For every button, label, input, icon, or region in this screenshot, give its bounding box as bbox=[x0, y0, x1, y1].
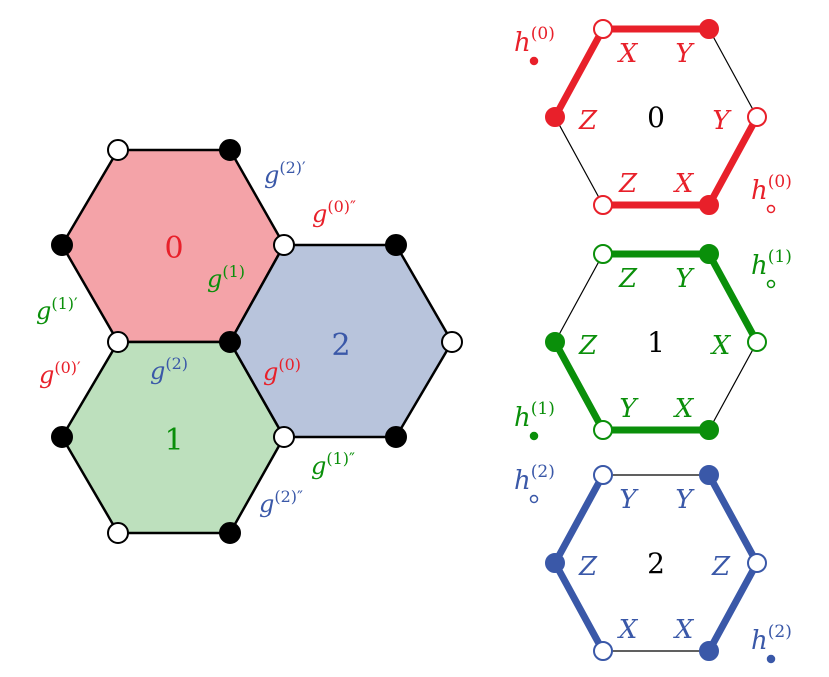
h-filled-label: h(1) bbox=[514, 399, 555, 433]
vertex-open bbox=[593, 420, 613, 440]
lattice: 0 1 2 g(2)′ g(0)″ g(1) g(1)′ g(0)′ g(2) … bbox=[36, 139, 463, 544]
vertex-open bbox=[593, 19, 613, 39]
vertex-filled bbox=[219, 522, 241, 544]
edge-label-g1: g(1) bbox=[207, 262, 245, 293]
hexagon-edge-thin bbox=[708, 28, 758, 118]
h-open-label: h(0) bbox=[751, 172, 792, 206]
vertex-open bbox=[273, 426, 295, 448]
vertex-filled bbox=[385, 426, 407, 448]
vertex-filled bbox=[219, 139, 241, 161]
filled-dot-marker bbox=[529, 56, 539, 66]
plaquette-0-label: 0 bbox=[164, 231, 183, 266]
pauli-lower-right: X bbox=[673, 169, 695, 199]
stabilizer-1: 1 Z Y Z X Y Xh(1) h(1) bbox=[514, 244, 792, 441]
h-filled-label: h(2) bbox=[751, 622, 792, 656]
hexagon-edge-thick bbox=[551, 338, 607, 434]
vertex-filled bbox=[545, 107, 565, 127]
hexagon-edge-thick bbox=[705, 559, 761, 655]
edge-label-g2-double-prime: g(2)″ bbox=[259, 487, 303, 518]
edge-label-g2: g(2) bbox=[150, 354, 188, 385]
pauli-left: Z bbox=[578, 331, 598, 361]
vertex-filled bbox=[699, 195, 719, 215]
vertex-open bbox=[747, 332, 767, 352]
vertex-filled bbox=[219, 331, 241, 353]
hexagon-edge-thin bbox=[708, 341, 758, 431]
vertex-open bbox=[107, 331, 129, 353]
pauli-left: Z bbox=[578, 552, 598, 582]
stabilizer-label: 0 bbox=[647, 101, 665, 134]
filled-dot-marker bbox=[766, 654, 776, 664]
pauli-lower-right: X bbox=[673, 394, 695, 424]
vertex-filled bbox=[51, 234, 73, 256]
pauli-lower-left: X bbox=[617, 615, 639, 645]
open-circle-marker bbox=[766, 204, 776, 214]
vertex-filled bbox=[699, 244, 719, 264]
stabilizer-label: 2 bbox=[647, 547, 665, 580]
pauli-right: Y bbox=[712, 106, 732, 136]
vertex-open bbox=[107, 139, 129, 161]
pauli-lower-left: Y bbox=[619, 394, 639, 424]
edge-label-g1-prime: g(1)′ bbox=[36, 294, 78, 325]
plaquette-1-label: 1 bbox=[164, 423, 183, 458]
vertex-filled bbox=[385, 234, 407, 256]
vertex-open bbox=[593, 244, 613, 264]
vertex-open bbox=[107, 522, 129, 544]
open-circle-marker bbox=[766, 279, 776, 289]
hexagon-edge-thin bbox=[554, 116, 604, 206]
hexagon-edge-thin bbox=[554, 253, 604, 343]
hexagon-edge-thick bbox=[551, 559, 607, 655]
vertex-filled bbox=[545, 332, 565, 352]
vertex-filled bbox=[699, 465, 719, 485]
h-open-label: h(1) bbox=[751, 247, 792, 281]
filled-dot-marker bbox=[529, 431, 539, 441]
vertex-open bbox=[593, 641, 613, 661]
hexagon-edge-thick bbox=[705, 113, 761, 209]
vertex-filled bbox=[51, 426, 73, 448]
vertex-open bbox=[747, 553, 767, 573]
vertex-filled bbox=[699, 420, 719, 440]
edge-label-g0-prime: g(0)′ bbox=[39, 358, 81, 389]
pauli-upper-right: Y bbox=[675, 485, 695, 515]
vertex-open bbox=[593, 465, 613, 485]
h-open-label: h(2) bbox=[514, 462, 555, 496]
edge-label-g0-double-prime: g(0)″ bbox=[312, 197, 356, 228]
vertex-filled bbox=[699, 19, 719, 39]
pauli-upper-left: Z bbox=[618, 264, 638, 294]
vertex-open bbox=[273, 234, 295, 256]
edge-label-g2-prime: g(2)′ bbox=[264, 158, 306, 189]
open-circle-marker bbox=[529, 494, 539, 504]
pauli-right: Z bbox=[711, 552, 731, 582]
pauli-right: X bbox=[710, 331, 732, 361]
stabilizer-label: 1 bbox=[647, 326, 665, 359]
pauli-upper-right: Y bbox=[675, 39, 695, 69]
h-filled-label: h(0) bbox=[514, 24, 555, 58]
vertex-open bbox=[593, 195, 613, 215]
hexagon-edge-thick bbox=[705, 471, 761, 567]
plaquette-2-label: 2 bbox=[331, 328, 350, 363]
hexagon-edge-thick bbox=[551, 471, 607, 567]
vertex-filled bbox=[545, 553, 565, 573]
pauli-left: Z bbox=[578, 106, 598, 136]
hexagon-edge-thick bbox=[551, 25, 607, 121]
vertex-filled bbox=[699, 641, 719, 661]
edge-label-g1-double-prime: g(1)″ bbox=[311, 449, 355, 480]
pauli-upper-right: Y bbox=[675, 264, 695, 294]
pauli-upper-left: Y bbox=[619, 485, 639, 515]
vertex-open bbox=[747, 107, 767, 127]
pauli-upper-left: X bbox=[617, 39, 639, 69]
vertex-open bbox=[441, 331, 463, 353]
hexagon-edge-thick bbox=[705, 250, 761, 346]
edge-label-g0: g(0) bbox=[263, 355, 301, 386]
pauli-lower-right: X bbox=[673, 615, 695, 645]
pauli-lower-left: Z bbox=[618, 169, 638, 199]
